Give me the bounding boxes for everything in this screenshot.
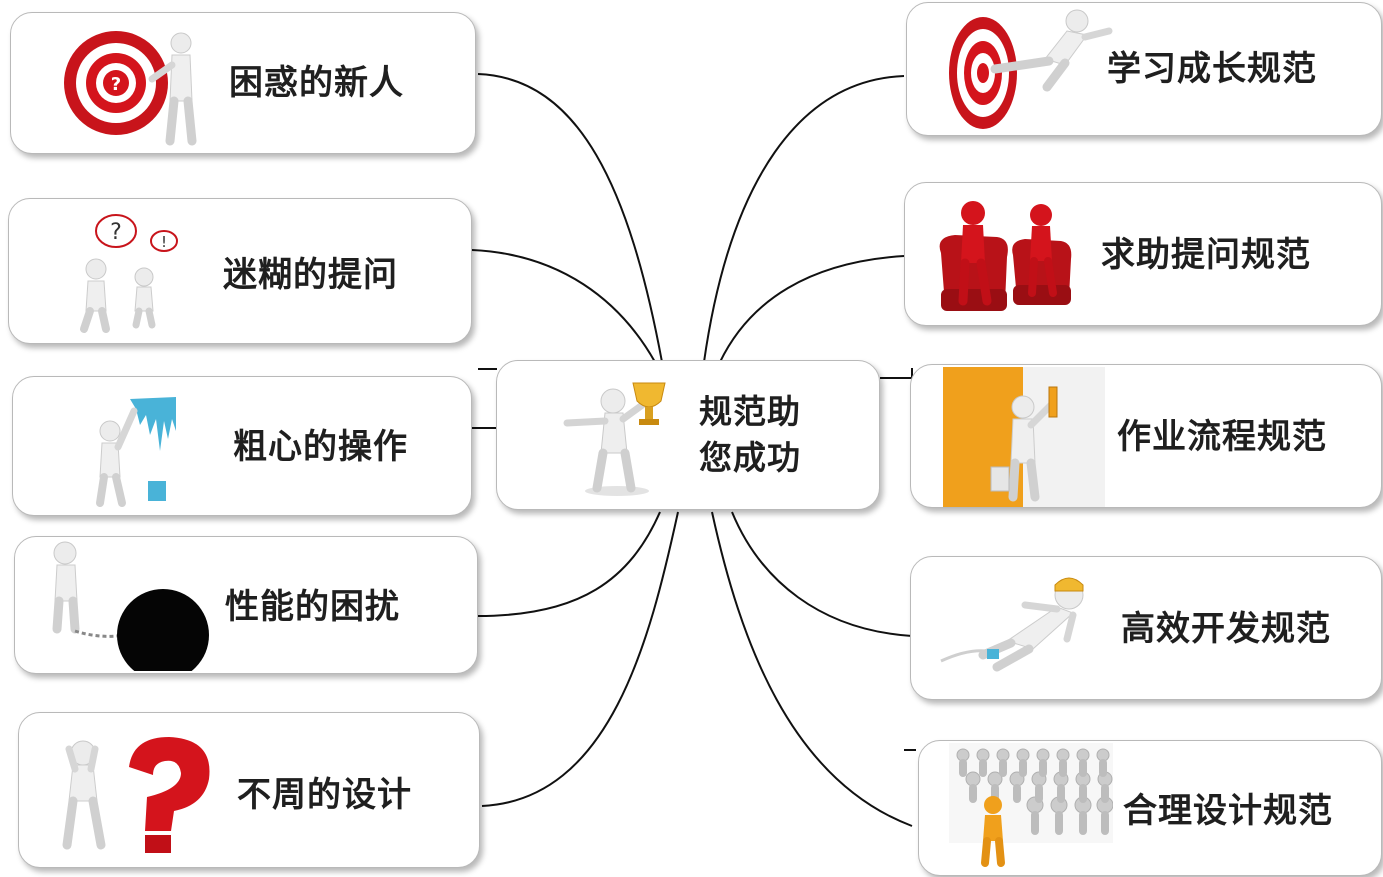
left-card-1: ? 困惑的新人 [10,12,476,154]
connector-right-4 [731,511,913,637]
target-jump-icon [949,9,1113,129]
left-card-1-label: 困惑的新人 [229,63,404,103]
svg-text:?: ? [111,74,121,95]
center-line-2: 您成功 [699,438,801,477]
left-card-5-label: 不周的设计 [237,775,412,815]
left-card-2-label: 迷糊的提问 [223,255,398,295]
right-card-5: 合理设计规范 [918,740,1382,876]
left-card-5: 不周的设计 [18,712,480,868]
right-card-3: 作业流程规范 [910,364,1382,508]
right-card-3-label: 作业流程规范 [1117,417,1327,457]
connector-right-2 [719,255,905,363]
left-card-3-label: 粗心的操作 [233,427,408,467]
trophy-figure-icon [563,382,666,496]
ball-and-chain-icon [52,541,209,671]
red-chairs-icon [939,201,1072,311]
right-card-1: 学习成长规范 [906,2,1382,136]
big-question-mark-icon [62,737,210,853]
left-card-4-label: 性能的困扰 [225,587,400,627]
connector-right-5 [711,511,913,827]
connector-right-1 [703,75,905,363]
target-question-icon: ? [64,31,197,146]
connector-left-5 [481,511,679,807]
center-node: 规范助 您成功 [496,360,880,510]
right-card-2: 求助提问规范 [904,182,1382,326]
center-line-1: 规范助 [699,392,801,431]
svg-text:!: ! [161,233,167,251]
flying-figure-icon [940,577,1084,672]
right-card-5-label: 合理设计规范 [1123,791,1333,831]
left-card-2: ? ! 迷糊的提问 [8,198,472,344]
svg-text:?: ? [110,220,122,245]
connector-left-1 [477,73,663,363]
connector-left-2 [471,249,656,363]
right-card-2-label: 求助提问规范 [1101,235,1311,275]
left-card-4: 性能的困扰 [14,536,478,674]
crowd-leader-icon [949,743,1113,867]
right-card-4-label: 高效开发规范 [1121,609,1331,649]
question-bubbles-icon: ? ! [80,214,178,333]
paint-roller-icon [943,367,1105,507]
connector-left-4 [477,511,661,617]
right-card-4: 高效开发规范 [910,556,1382,700]
right-card-1-label: 学习成长规范 [1107,49,1317,89]
left-card-3: 粗心的操作 [12,376,472,516]
spilled-paint-icon [96,397,176,507]
